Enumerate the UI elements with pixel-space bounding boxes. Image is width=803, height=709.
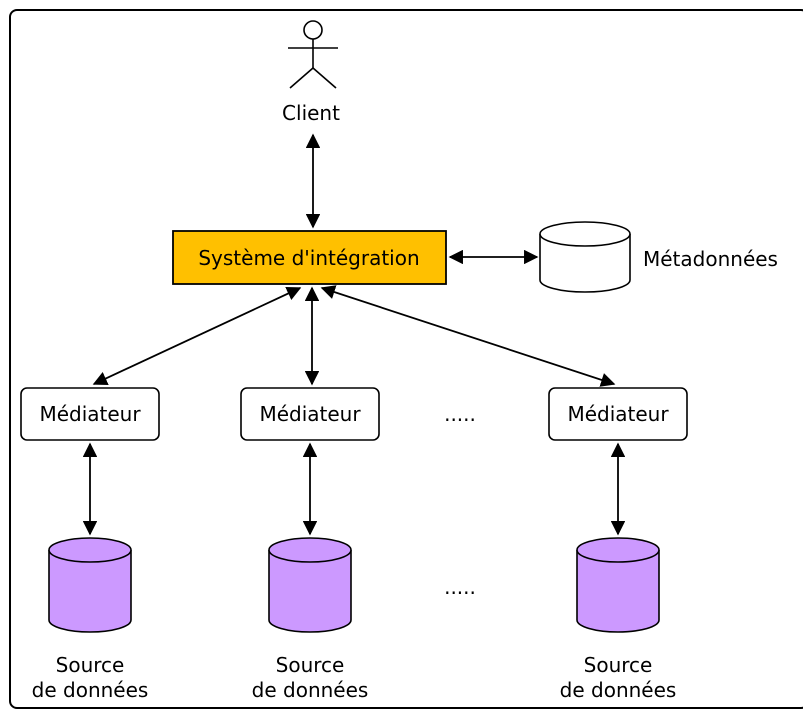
integration-mediator-3-arrow [320,285,616,387]
integration-mediator-1-arrow [92,286,302,386]
integration-system-label: Système d'intégration [198,246,419,270]
data-source-label-line1: Source [584,653,653,677]
mediator-box: Médiateur [240,387,380,441]
data-source-label-line2: de données [252,678,369,702]
integration-system-box: Système d'intégration [172,230,447,285]
client-actor-icon [288,20,338,89]
data-source-cylinder-icon [48,537,132,633]
client-label: Client [282,101,340,125]
mediator-label: Médiateur [39,402,141,426]
mediator-box: Médiateur [20,387,160,441]
mediator-box: Médiateur [548,387,688,441]
source-ellipsis: ..... [444,575,476,599]
data-source-label-line1: Source [276,653,345,677]
metadata-label: Métadonnées [643,247,778,271]
data-source-label: Source de données [32,653,149,702]
mediator-label: Médiateur [567,402,669,426]
data-source-label: Source de données [252,653,369,702]
metadata-cylinder-icon [539,221,631,293]
mediator-label: Médiateur [259,402,361,426]
data-source-label-line1: Source [56,653,125,677]
data-source-label-line2: de données [560,678,677,702]
data-source-label-line2: de données [32,678,149,702]
mediator-ellipsis: ..... [444,402,476,426]
data-source-cylinder-icon [268,537,352,633]
data-source-cylinder-icon [576,537,660,633]
data-source-label: Source de données [560,653,677,702]
